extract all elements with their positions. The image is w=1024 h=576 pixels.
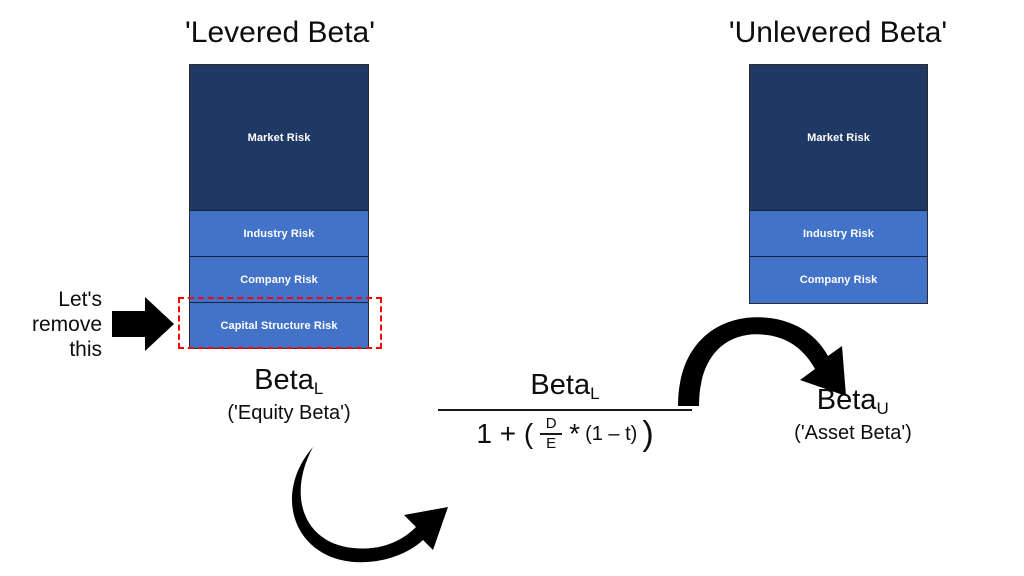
unlevered-beta-risk-stack: Market Risk Industry Risk Company Risk xyxy=(749,64,928,304)
unlevering-formula: BetaL 1 + ( D E * (1 – t) ) xyxy=(438,367,692,454)
beta-levered-subscript: L xyxy=(313,379,324,398)
formula-fraction-bar xyxy=(438,409,692,411)
beta-unlevered-main: Beta xyxy=(816,384,877,416)
levered-beta-title: 'Levered Beta' xyxy=(185,16,375,49)
risk-segment-market: Market Risk xyxy=(190,65,368,211)
beta-unlevered-symbol: BetaU xyxy=(758,383,948,421)
risk-segment-company: Company Risk xyxy=(750,257,927,303)
formula-denominator: 1 + ( D E * (1 – t) ) xyxy=(438,411,692,454)
formula-tax-term: (1 – t) xyxy=(585,423,638,445)
beta-unlevered-label: BetaU ('Asset Beta') xyxy=(758,383,948,446)
debt-equity-fraction-bar xyxy=(540,433,563,435)
formula-numerator-main: Beta xyxy=(530,369,591,401)
formula-numerator: BetaL xyxy=(438,367,692,409)
debt-symbol: D xyxy=(545,415,557,433)
formula-numerator-subscript: L xyxy=(590,384,600,403)
beta-unlevered-caption: ('Asset Beta') xyxy=(794,422,912,444)
beta-levered-main: Beta xyxy=(254,364,314,396)
risk-segment-capital-structure: Capital Structure Risk xyxy=(190,303,368,348)
risk-segment-industry: Industry Risk xyxy=(190,211,368,257)
beta-levered-caption: ('Equity Beta') xyxy=(227,402,351,424)
debt-equity-fraction: D E xyxy=(540,415,563,452)
callout-line-1: Let's xyxy=(58,288,102,311)
equity-symbol: E xyxy=(546,434,557,452)
beta-levered-label: BetaL ('Equity Beta') xyxy=(194,363,384,426)
risk-segment-market: Market Risk xyxy=(750,65,927,211)
curved-arrow-arch-right-icon xyxy=(672,310,856,406)
risk-segment-company: Company Risk xyxy=(190,257,368,303)
beta-unlevered-subscript: U xyxy=(876,399,890,418)
formula-operator: * xyxy=(569,418,581,449)
block-arrow-right-icon xyxy=(112,297,174,351)
callout-line-3: this xyxy=(69,338,102,361)
formula-closing-paren: ) xyxy=(642,415,654,453)
levered-beta-risk-stack: Market Risk Industry Risk Company Risk C… xyxy=(189,64,369,349)
remove-callout-text: Let's remove this xyxy=(18,287,102,362)
curved-arrow-u-right-icon xyxy=(283,443,473,568)
unlevered-beta-title: 'Unlevered Beta' xyxy=(728,16,948,49)
beta-levered-symbol: BetaL xyxy=(194,363,384,401)
formula-denominator-prefix: 1 + ( xyxy=(476,418,534,449)
risk-segment-industry: Industry Risk xyxy=(750,211,927,257)
callout-line-2: remove xyxy=(31,313,102,336)
